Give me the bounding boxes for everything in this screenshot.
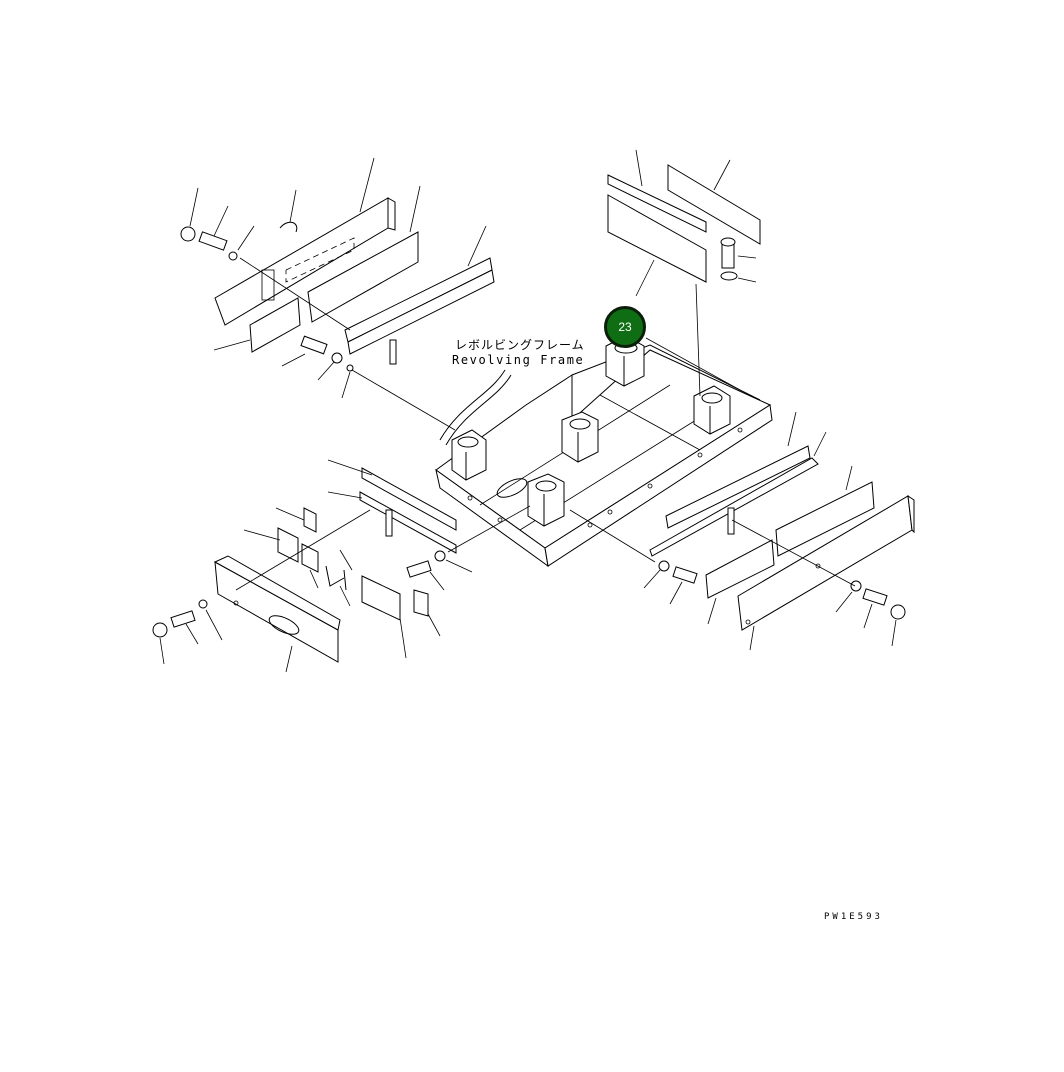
- lower-left-fasteners: [152, 550, 446, 638]
- lower-right-panel: [775, 481, 875, 557]
- leader-lines: [159, 149, 897, 673]
- document-code: PW1E593: [824, 912, 883, 922]
- upper-left-rail: [344, 257, 495, 365]
- part-callout-number: 23: [618, 320, 632, 334]
- frame-label-english: Revolving Frame: [452, 353, 585, 367]
- lower-right-pad: [705, 539, 775, 599]
- upper-left-fasteners: [180, 226, 354, 372]
- lower-left-pads: [277, 507, 429, 621]
- lower-right-cover: [737, 494, 915, 631]
- frame-bracket-left: [451, 429, 487, 481]
- upper-left-panel: [307, 231, 419, 323]
- lower-right-rail: [649, 445, 819, 557]
- upper-right-pad: [667, 164, 761, 245]
- upper-left-cover: [214, 197, 396, 326]
- upper-left-clip: [279, 221, 298, 233]
- part-callout-23[interactable]: 23: [604, 306, 646, 348]
- lower-left-cover: [213, 555, 341, 663]
- upper-right-cover: [607, 174, 707, 283]
- revolving-frame: [435, 344, 773, 568]
- frame-bracket-front: [527, 473, 565, 527]
- frame-bracket-center: [561, 411, 599, 463]
- frame-label-japanese: レボルビングフレーム: [455, 338, 585, 352]
- frame-bracket-right: [693, 385, 731, 435]
- upper-right-fasteners: [720, 237, 738, 281]
- lower-right-fasteners: [658, 560, 906, 620]
- lower-left-keys: [325, 565, 347, 591]
- upper-left-pad: [249, 297, 301, 353]
